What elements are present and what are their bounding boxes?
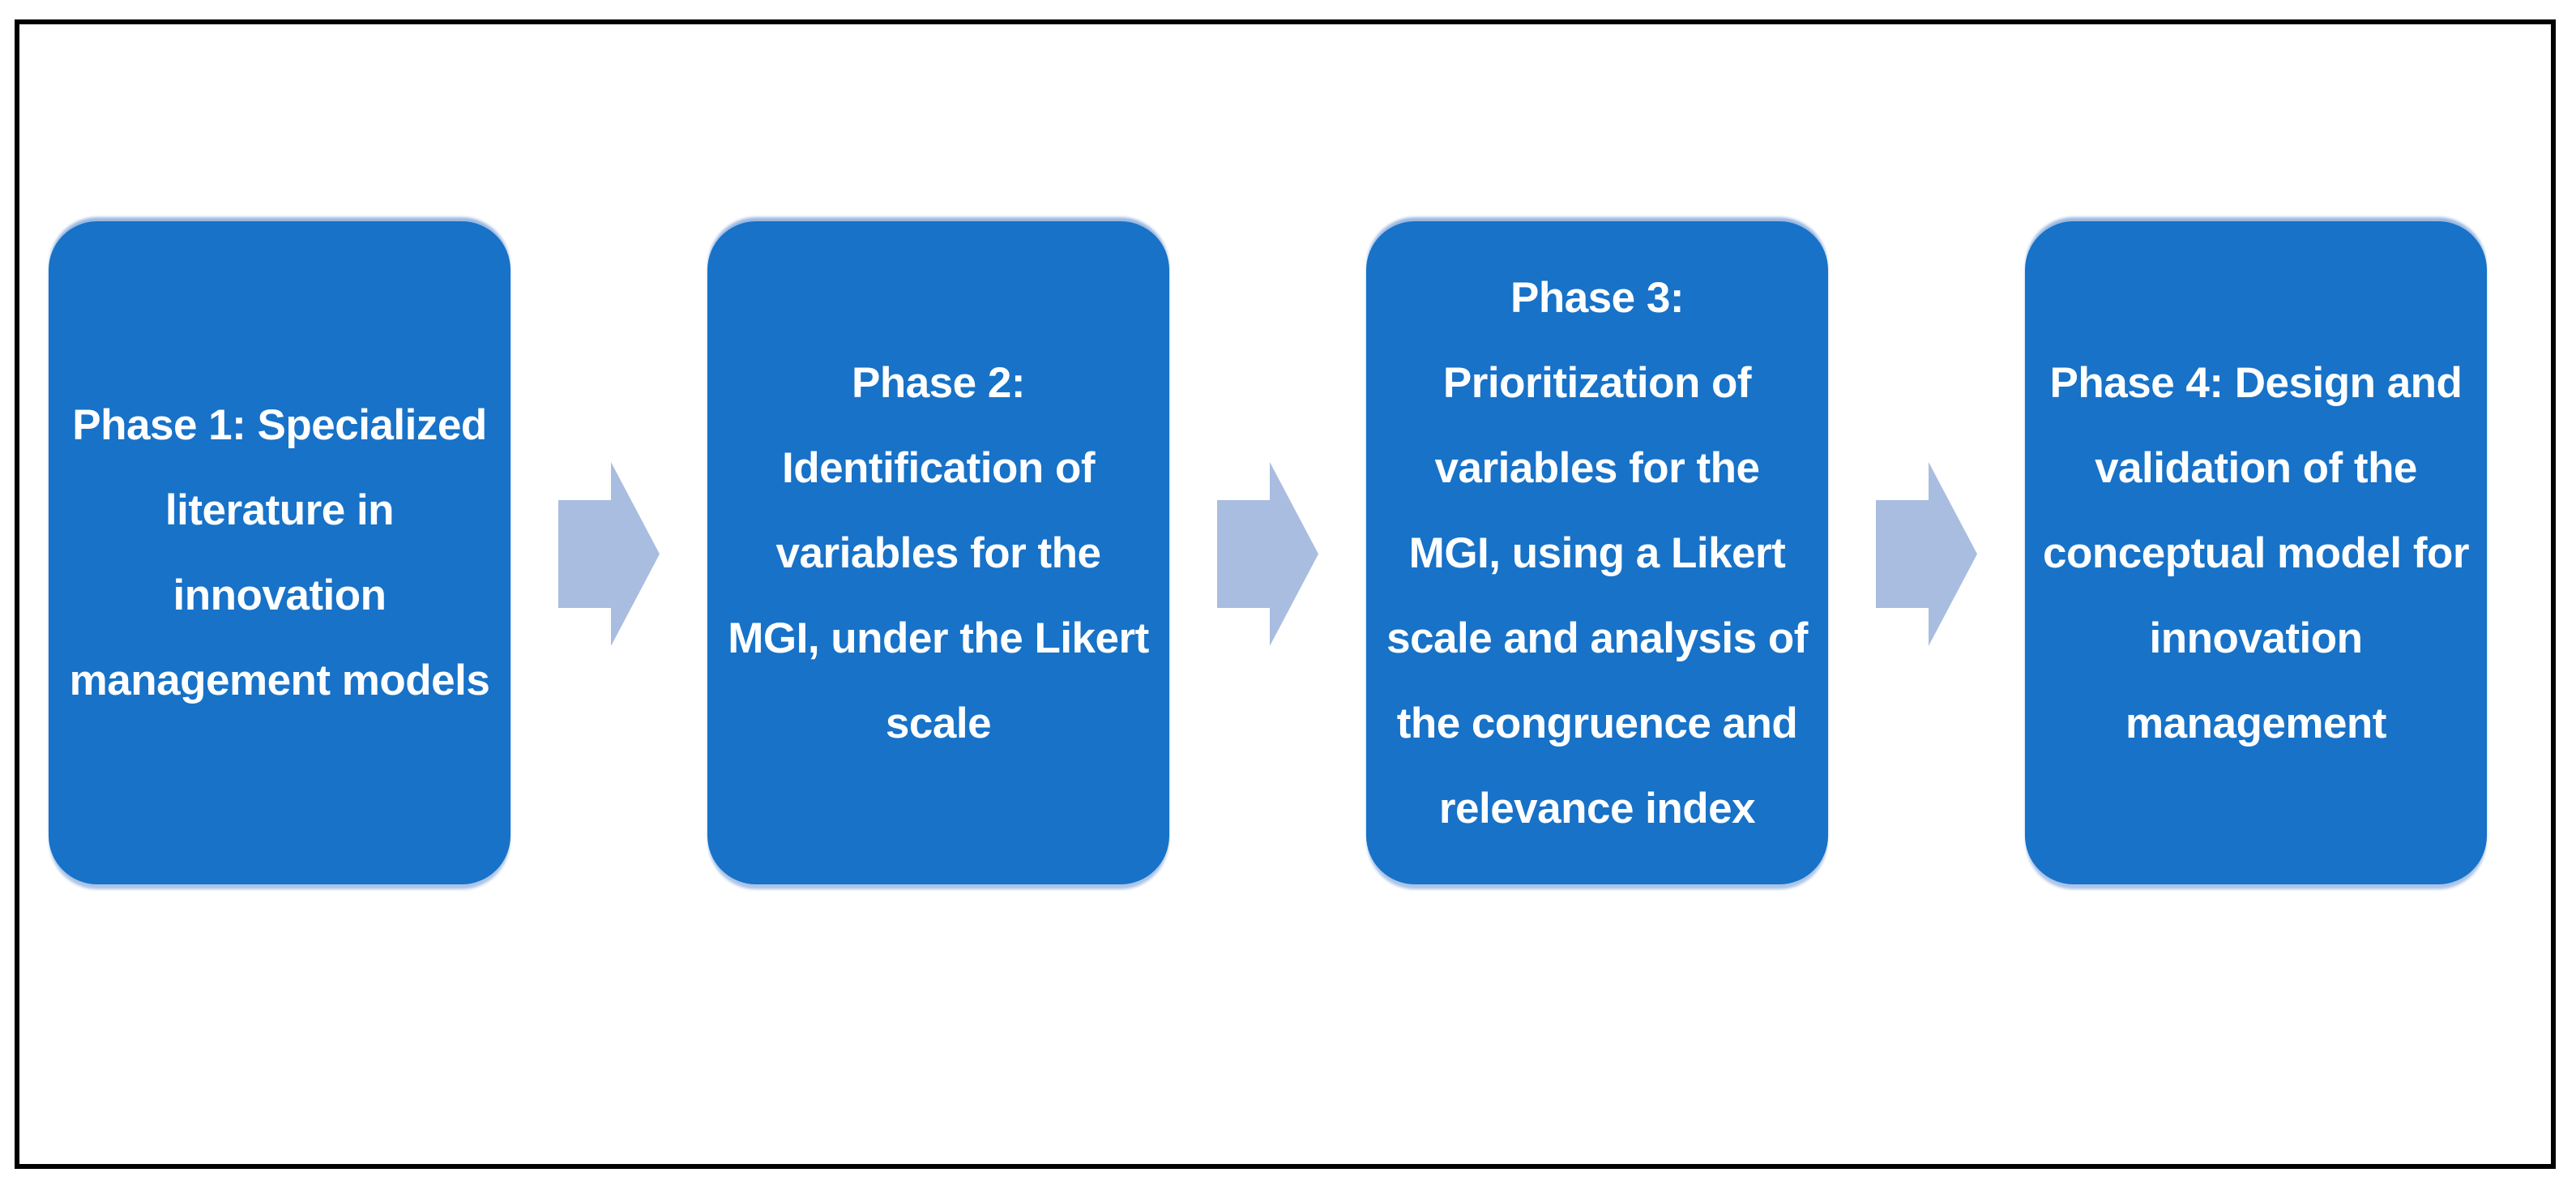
arrow-right-icon (1876, 462, 1977, 646)
arrow-right-icon (558, 462, 660, 646)
arrow-right-shape (1217, 462, 1318, 646)
phase-text-1: Phase 1: Specialized literature in innov… (69, 401, 490, 704)
arrow-right-icon (1217, 462, 1318, 646)
phase-box-4: Phase 4: Design and validation of the co… (2025, 221, 2487, 884)
phase-text-3: Phase 3: Prioritization of variables for… (1386, 273, 1808, 832)
phase-box-2: Phase 2: Identification of variables for… (707, 221, 1169, 884)
phase-box-1: Phase 1: Specialized literature in innov… (49, 221, 511, 884)
phase-box-3: Phase 3: Prioritization of variables for… (1366, 221, 1828, 884)
phase-text-2: Phase 2: Identification of variables for… (728, 358, 1149, 747)
arrow-right-shape (1876, 462, 1977, 646)
phase-text-4: Phase 4: Design and validation of the co… (2043, 358, 2469, 747)
arrow-right-shape (558, 462, 660, 646)
